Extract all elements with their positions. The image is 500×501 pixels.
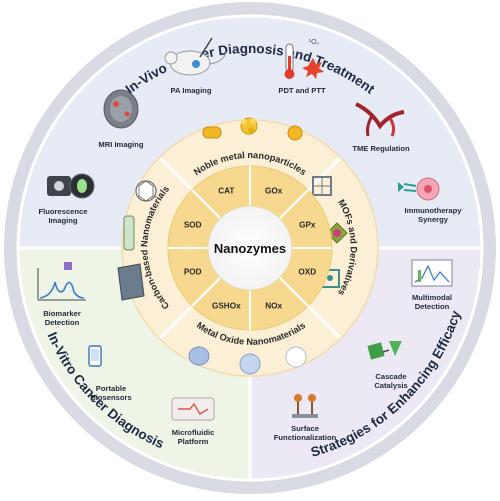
center-circle <box>207 205 293 291</box>
biomarker-detection-item: Biomarker Detection <box>37 262 86 327</box>
oxide-particle-icon-3 <box>285 346 307 368</box>
center-title: Nanozymes <box>214 241 286 256</box>
fluorescence-imaging-item: Fluorescence Imaging <box>39 173 95 225</box>
cascade-catalysis-icon <box>367 341 402 360</box>
immune-cell-icon <box>398 177 440 201</box>
fluorescence-imaging-label-2: Imaging <box>48 216 77 225</box>
enzyme-label-pod: POD <box>184 268 202 277</box>
portable-biosensors-label-1: Portable <box>96 384 126 393</box>
oxide-particle-icon-1 <box>188 346 210 366</box>
nanomaterial-ring-dividers <box>158 156 342 340</box>
portable-biosensors-item: Portable Biosensors <box>88 345 132 402</box>
spectrum-chart-icon <box>37 262 86 301</box>
smartphone-icon <box>88 345 102 367</box>
oxide-particle-icon-2 <box>239 353 261 375</box>
microfluidic-platform-label-2: Platform <box>178 437 209 446</box>
nanocluster-icon <box>240 117 258 135</box>
surface-functionalization-item: Surface Functionalization <box>274 394 337 442</box>
surface-functionalization-label-2: Functionalization <box>274 433 337 442</box>
immunotherapy-synergy-label-2: Synergy <box>418 215 449 224</box>
pdt-ptt-label: PDT and PTT <box>278 86 326 95</box>
noble-metal-icons <box>202 117 303 141</box>
enzyme-label-oxd: OXD <box>298 268 316 277</box>
biomarker-detection-label-2: Detection <box>45 318 80 327</box>
cascade-catalysis-label-2: Catalysis <box>374 381 407 390</box>
multimodal-detection-label-2: Detection <box>415 302 450 311</box>
multimodal-detection-item: Multimodal Detection <box>411 259 453 311</box>
multimodal-chart-icon <box>411 259 453 287</box>
graphene-sheet-icon <box>117 263 145 301</box>
blood-vessel-icon <box>355 102 405 137</box>
enzyme-label-sod: SOD <box>184 220 202 229</box>
pa-imaging-item: PA Imaging <box>164 37 227 95</box>
fluorescence-icon <box>47 173 95 199</box>
surface-ligand-icon <box>292 394 318 418</box>
immunotherapy-synergy-label-1: Immunotherapy <box>405 206 463 215</box>
pdt-ptt-item: ¹O₂ PDT and PTT <box>278 39 326 95</box>
microfluidic-platform-item: Microfluidic Platform <box>171 397 215 446</box>
enzyme-label-gox: GOx <box>265 187 283 196</box>
immunotherapy-synergy-item: Immunotherapy Synergy <box>398 177 463 224</box>
tme-regulation-item: TME Regulation <box>352 102 410 153</box>
enzyme-ring-dividers <box>168 166 332 330</box>
svg-text:¹O₂: ¹O₂ <box>309 39 320 46</box>
metal-oxide-icons <box>188 346 307 375</box>
carbon-icons <box>117 180 157 301</box>
surface-functionalization-label-1: Surface <box>291 424 319 433</box>
fluorescence-imaging-label-1: Fluorescence <box>39 207 88 216</box>
nanorod-icon <box>202 126 222 139</box>
portable-biosensors-label-2: Biosensors <box>90 393 131 402</box>
pa-imaging-label: PA Imaging <box>171 86 212 95</box>
brain-scan-icon <box>103 89 139 129</box>
mri-imaging-item: MRI Imaging <box>98 89 144 149</box>
enzyme-label-gshox: GSHOx <box>212 301 241 310</box>
microfluidic-platform-label-1: Microfluidic <box>172 428 215 437</box>
tme-regulation-label: TME Regulation <box>352 144 410 153</box>
singlet-oxygen-icon: ¹O₂ <box>302 39 324 79</box>
mri-imaging-label: MRI Imaging <box>98 140 144 149</box>
enzyme-label-cat: CAT <box>218 187 234 196</box>
multimodal-detection-label-1: Multimodal <box>412 293 452 302</box>
cascade-catalysis-item: Cascade Catalysis <box>367 341 408 390</box>
thermometer-icon <box>284 43 295 79</box>
nanotube-icon <box>123 215 135 251</box>
enzyme-label-gpx: GPx <box>299 220 316 229</box>
nanosphere-icon <box>287 125 303 141</box>
cascade-catalysis-label-1: Cascade <box>375 372 406 381</box>
microfluidic-chip-icon <box>171 397 215 421</box>
biomarker-detection-label-1: Biomarker <box>43 309 81 318</box>
mouse-icon <box>164 37 227 76</box>
enzyme-label-nox: NOx <box>265 301 282 310</box>
